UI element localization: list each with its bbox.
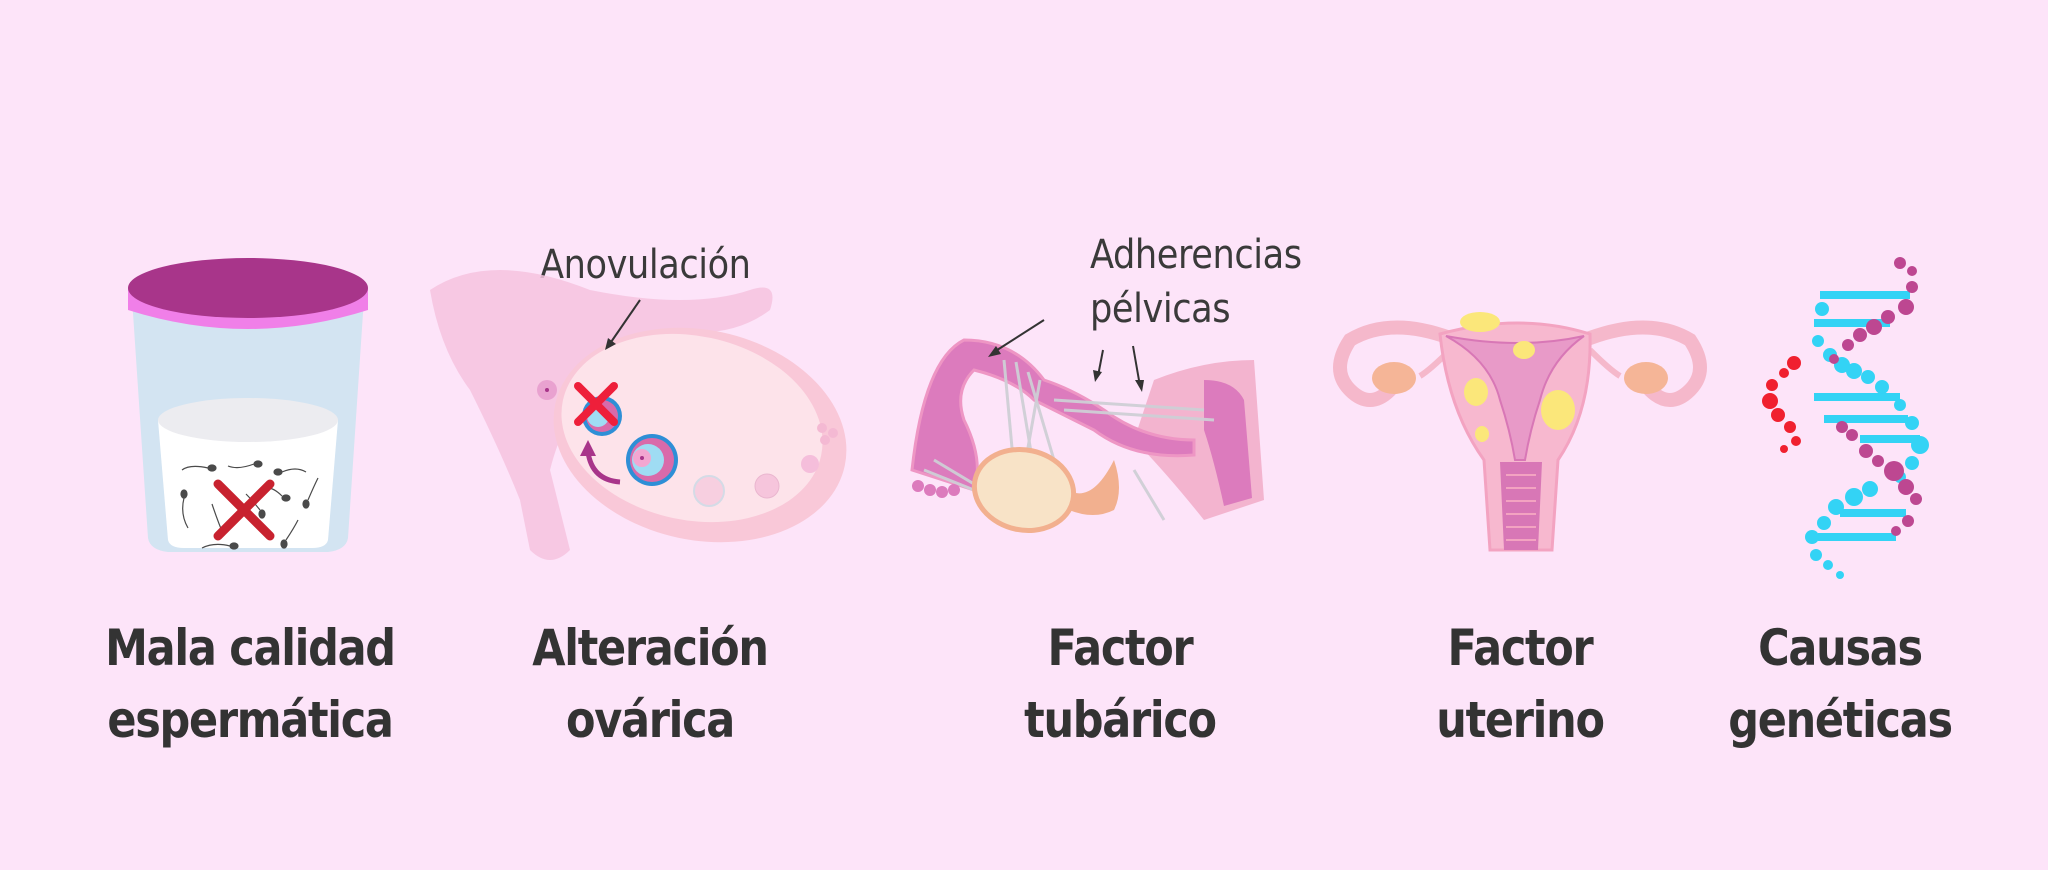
annotation-text: Anovulación <box>540 242 751 288</box>
dna-helix-icon <box>1750 255 1950 585</box>
annotation-anovulation: Anovulación <box>540 238 751 292</box>
caption-genetic-causes: Causas genéticas <box>1702 612 1977 756</box>
panel-genetic-causes: Causas genéticas <box>1710 0 2048 870</box>
caption-line-1: Causas <box>1758 619 1923 677</box>
caption-line-2: uterino <box>1436 691 1605 749</box>
caption-line-2: genéticas <box>1728 691 1953 749</box>
caption-sperm-quality: Mala calidad espermática <box>69 612 430 756</box>
panel-ovarian-alteration: Anovulación <box>420 0 880 870</box>
ovary-anovulation-icon <box>430 250 870 580</box>
caption-line-2: ovárica <box>565 691 735 749</box>
caption-line-2: espermática <box>107 691 394 749</box>
annotation-line-2: pélvicas <box>1090 286 1231 332</box>
caption-line-1: Alteración <box>532 619 769 677</box>
annotation-pelvic-adhesions: Adherencias pélvicas <box>1090 228 1302 336</box>
sample-cup-sperm-crossed-icon <box>128 258 368 558</box>
caption-line-1: Factor <box>1447 619 1594 677</box>
panel-sperm-quality: Mala calidad espermática <box>0 0 500 870</box>
caption-line-1: Factor <box>1047 619 1194 677</box>
caption-uterine-factor: Factor uterino <box>1348 612 1692 756</box>
caption-ovarian-alteration: Alteración ovárica <box>469 612 830 756</box>
fallopian-tube-adhesions-icon <box>904 319 1264 540</box>
annotation-line-1: Adherencias <box>1090 232 1302 278</box>
caption-line-2: tubárico <box>1024 691 1217 749</box>
panel-tubal-factor: Adherencias pélvicas <box>880 0 1360 870</box>
uterus-fibroids-icon <box>1330 310 1710 570</box>
panel-uterine-factor: Factor uterino <box>1330 0 1710 870</box>
caption-line-1: Mala calidad <box>105 619 396 677</box>
caption-tubal-factor: Factor tubárico <box>948 612 1292 756</box>
